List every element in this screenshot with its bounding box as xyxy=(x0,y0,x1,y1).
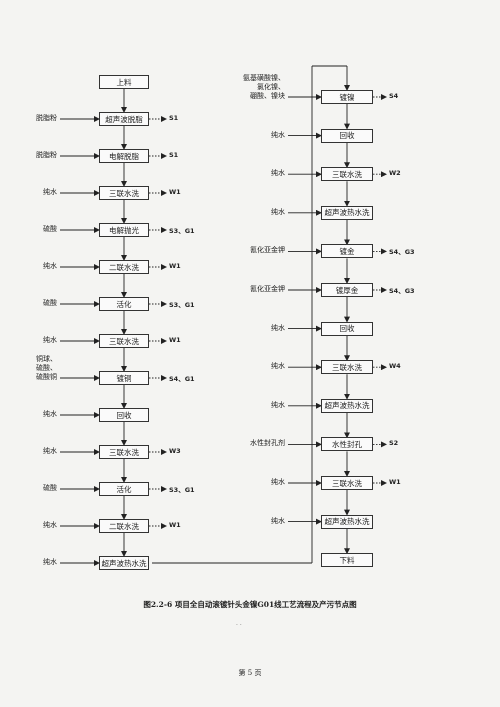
left-step-box: 超声波热水洗 xyxy=(99,556,149,570)
connector-lines xyxy=(60,65,387,566)
left-output-label: S4、G1 xyxy=(169,375,195,383)
right-step-box: 回收 xyxy=(321,128,373,143)
left-step-box: 电解脱脂 xyxy=(99,149,149,163)
left-input-label: 硫酸 xyxy=(42,299,57,307)
left-output-label: W1 xyxy=(169,521,181,529)
right-input-label: 水性封孔剂 xyxy=(250,439,285,448)
right-output-label: S4、G3 xyxy=(389,248,415,257)
right-input-label: 纯水 xyxy=(270,400,285,409)
right-input-label: 纯水 xyxy=(270,169,285,178)
right-step-box: 超声波热水洗 xyxy=(321,205,373,220)
left-step-box: 活化 xyxy=(99,297,149,311)
page-number: 第 5 页 xyxy=(238,669,262,677)
left-step-box: 活化 xyxy=(99,482,149,496)
right-step-box: 三联水洗 xyxy=(321,360,373,375)
left-input-label: 硫酸 xyxy=(42,484,57,492)
right-step-box: 三联水洗 xyxy=(321,476,373,490)
left-step-box: 回收 xyxy=(99,408,149,422)
right-input-label: 氰化亚金钾 xyxy=(250,246,285,255)
right-input-label: 纯水 xyxy=(270,207,285,216)
left-output-label: W1 xyxy=(169,262,181,270)
left-step-box: 二联水洗 xyxy=(99,519,149,533)
right-step-box: 超声波热水洗 xyxy=(321,398,373,413)
right-step-box: 镀厚金 xyxy=(321,283,373,297)
right-output-label: W1 xyxy=(389,478,401,486)
right-step-box: 超声波热水洗 xyxy=(321,514,373,529)
left-step-box: 二联水洗 xyxy=(99,260,149,274)
right-input-label: 纯水 xyxy=(270,362,285,371)
right-step-box: 三联水洗 xyxy=(321,167,373,182)
left-input-label: 脱脂粉 xyxy=(35,151,57,159)
right-input-label: 氰化亚金钾 xyxy=(250,285,285,293)
right-input-label: 氨基磺酸镍、 氯化镍、 硼酸、镍块 xyxy=(242,74,285,100)
left-output-label: S3、G1 xyxy=(169,301,195,309)
figure-caption: 图2.2-6 项目全自动滚镀针头金镍G01线工艺流程及产污节点图 xyxy=(143,600,357,609)
left-output-label: W1 xyxy=(169,188,181,196)
right-step-box: 回收 xyxy=(321,321,373,336)
left-input-label: 硫酸 xyxy=(42,225,57,233)
left-input-label: 纯水 xyxy=(42,521,57,529)
right-step-box: 镀镍 xyxy=(321,90,373,104)
left-output-label: S1 xyxy=(169,114,179,122)
right-step-box: 下料 xyxy=(321,553,373,568)
left-input-label: 脱脂粉 xyxy=(35,114,57,122)
right-output-label: S4、G3 xyxy=(389,287,415,295)
right-output-label: W4 xyxy=(389,362,401,371)
left-step-box: 三联水洗 xyxy=(99,334,149,348)
left-input-label: 纯水 xyxy=(42,262,57,270)
left-output-label: S1 xyxy=(169,151,179,159)
left-output-label: W3 xyxy=(169,447,181,455)
right-input-label: 纯水 xyxy=(270,478,285,486)
left-step-box: 超声波脱脂 xyxy=(99,112,149,126)
left-input-label: 铜球、 硫酸、 硫酸铜 xyxy=(35,355,57,381)
left-input-label: 纯水 xyxy=(42,188,57,196)
left-output-label: W1 xyxy=(169,336,181,344)
left-step-box: 镀铜 xyxy=(99,371,149,385)
left-step-box: 三联水洗 xyxy=(99,186,149,200)
left-output-label: S3、G1 xyxy=(169,227,195,235)
right-output-label: S2 xyxy=(389,439,399,448)
right-input-label: 纯水 xyxy=(270,516,285,525)
left-step-box: 三联水洗 xyxy=(99,445,149,459)
left-step-box: 上料 xyxy=(99,75,149,89)
center-mark: · · xyxy=(236,622,242,629)
left-output-label: S3、G1 xyxy=(169,486,195,494)
left-input-label: 纯水 xyxy=(42,336,57,344)
right-input-label: 纯水 xyxy=(270,323,285,332)
right-step-box: 镀金 xyxy=(321,244,373,259)
left-input-label: 纯水 xyxy=(42,447,57,455)
right-input-label: 纯水 xyxy=(270,130,285,139)
right-output-label: S4 xyxy=(389,92,399,100)
left-input-label: 纯水 xyxy=(42,410,57,418)
right-step-box: 水性封孔 xyxy=(321,437,373,452)
left-step-box: 电解抛光 xyxy=(99,223,149,237)
left-input-label: 纯水 xyxy=(42,558,57,566)
right-output-label: W2 xyxy=(389,169,401,178)
